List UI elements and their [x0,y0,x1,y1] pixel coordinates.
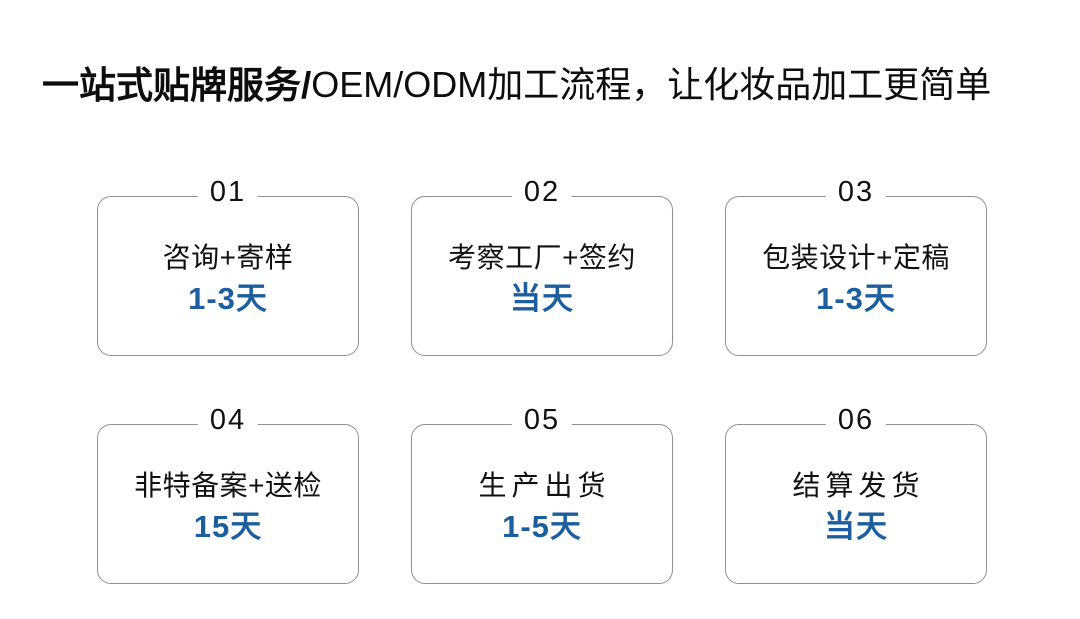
process-step-card-05: 05 生产出货 1-5天 [411,403,673,584]
step-duration-05: 1-5天 [502,509,582,544]
step-duration-03: 1-3天 [816,281,896,316]
step-title-06: 结算发货 [792,470,925,501]
step-title-05: 生产出货 [478,470,611,501]
process-step-card-03: 03 包装设计+定稿 1-3天 [725,175,987,356]
process-step-card-01: 01 咨询+寄样 1-3天 [97,175,359,356]
page-title: 一站式贴牌服务/OEM/ODM加工流程，让化妆品加工更简单 [42,56,991,108]
step-duration-06: 当天 [824,509,888,544]
step-duration-01: 1-3天 [188,281,268,316]
step-number-02: 02 [511,175,573,209]
step-number-01: 01 [197,175,259,209]
process-step-grid: 01 咨询+寄样 1-3天 02 考察工厂+签约 当天 03 包装设计+定稿 1… [97,175,987,584]
step-title-01: 咨询+寄样 [162,242,294,273]
page-title-strong: 一站式贴牌服务/ [42,65,312,106]
step-title-02: 考察工厂+签约 [448,242,636,273]
step-number-04: 04 [197,403,259,437]
step-duration-04: 15天 [193,509,263,544]
step-number-06: 06 [825,403,887,437]
step-title-04: 非特备案+送检 [134,470,322,501]
step-duration-02: 当天 [510,281,574,316]
step-number-05: 05 [511,403,573,437]
process-step-card-02: 02 考察工厂+签约 当天 [411,175,673,356]
step-number-03: 03 [825,175,887,209]
step-title-03: 包装设计+定稿 [762,242,950,273]
process-step-card-04: 04 非特备案+送检 15天 [97,403,359,584]
page-title-rest: OEM/ODM加工流程，让化妆品加工更简单 [311,64,992,105]
process-step-card-06: 06 结算发货 当天 [725,403,987,584]
